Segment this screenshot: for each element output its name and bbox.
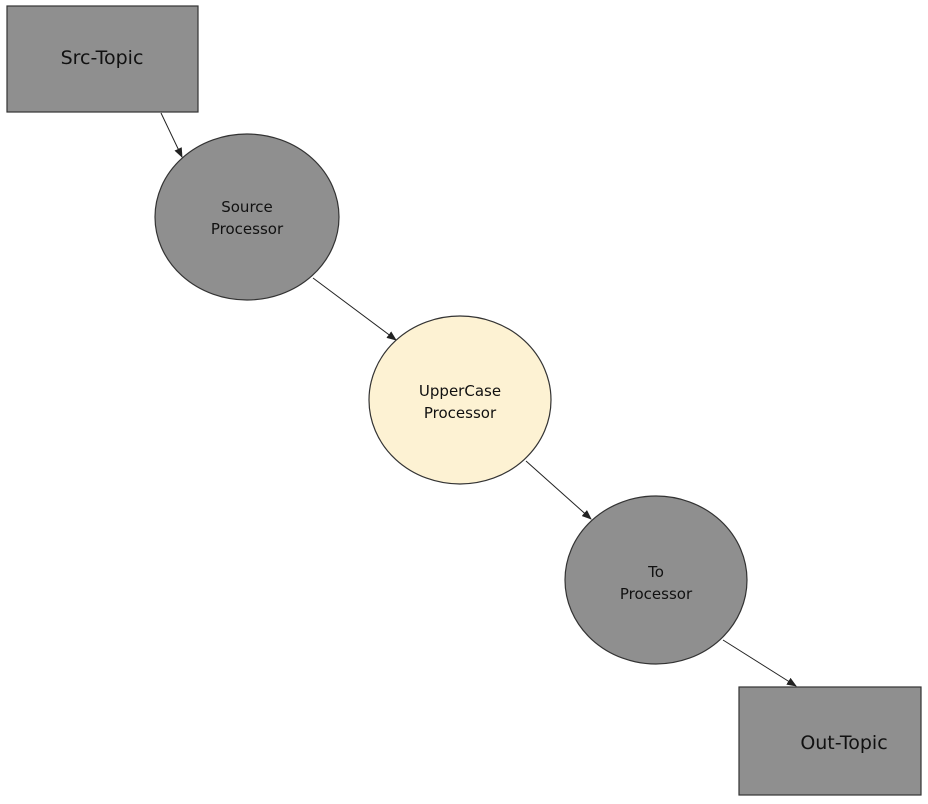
to-processor-node: To Processor [564,495,748,665]
out-topic-box [738,686,922,796]
to-processor-label-line2: Processor [620,585,693,603]
source-processor-node: Source Processor [154,133,340,301]
uppercase-processor-label-line2: Processor [424,404,497,422]
src-topic-label: Src-Topic [61,47,144,69]
out-topic-node: Out-Topic [738,686,922,796]
uppercase-processor-label-line1: UpperCase [419,382,501,400]
src-topic-node: Src-Topic [6,5,199,113]
edge-source-processor-to-uppercase-processor [312,277,397,341]
source-processor-circle [154,133,340,301]
source-processor-label-line2: Processor [211,220,284,238]
to-processor-circle [564,495,748,665]
edge-to-processor-to-out-topic [722,639,797,687]
edge-src-topic-to-source-processor [160,112,183,158]
to-processor-label-line1: To [647,563,664,581]
out-topic-label: Out-Topic [800,732,887,754]
uppercase-processor-circle [368,315,552,485]
uppercase-processor-node: UpperCase Processor [368,315,552,485]
edge-uppercase-processor-to-to-processor [525,460,592,520]
src-topic-box [6,5,199,113]
source-processor-label-line1: Source [221,198,273,216]
